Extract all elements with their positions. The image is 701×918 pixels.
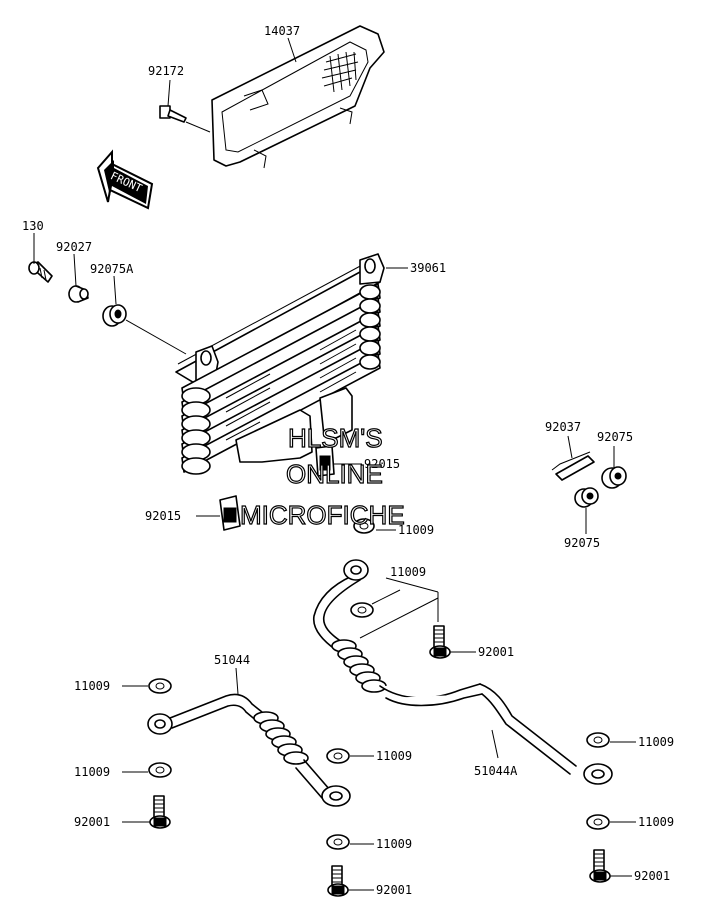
label-11009-c: 11009 [638,735,674,749]
gasket-11009-center-low [326,834,350,850]
oil-hose-51044 [147,693,351,807]
gasket-11009-center [353,518,375,534]
label-11009-d: 11009 [638,815,674,829]
label-92172: 92172 [148,64,184,78]
label-92075A: 92075A [90,262,134,276]
label-92001-c: 92001 [376,883,412,897]
label-92015-upper: 92015 [364,457,400,471]
bolt-130 [28,261,53,283]
gasket-11009-left-lower [148,762,172,778]
watermark-line3: MICROFICHE [240,500,405,530]
gasket-11009-right-lower [586,814,610,830]
oil-cooler-guard [211,25,385,169]
label-11009-b: 11009 [390,565,426,579]
label-92001-a: 92001 [478,645,514,659]
label-51044A: 51044A [474,764,518,778]
gasket-11009-center-mid [326,748,350,764]
banjo-bolt-92001-d [589,849,611,883]
label-11009-e: 11009 [74,679,110,693]
label-92075-upper: 92075 [597,430,633,444]
watermark-line2: ONLINE [286,459,383,489]
watermark-line1: HLSM'S [288,423,383,453]
label-11009-h: 11009 [376,837,412,851]
label-92027: 92027 [56,240,92,254]
damper-92075A [102,304,127,327]
gasket-11009-right-upper [586,732,610,748]
gasket-11009-hose-top [350,602,374,618]
label-130: 130 [22,219,44,233]
oil-hose-51044A [312,559,613,785]
label-92001-d: 92001 [634,869,670,883]
damper-92075-upper [601,466,627,489]
collar-92027 [68,285,89,303]
watermark: HLSM'S ONLINE MICROFICHE [239,422,405,530]
label-92015-lower: 92015 [145,509,181,523]
screw-92172 [159,105,187,123]
label-92001-b: 92001 [74,815,110,829]
label-39061: 39061 [410,261,446,275]
label-11009-f: 11009 [74,765,110,779]
nut-92015-upper [315,445,335,477]
nut-92015-lower [219,495,241,531]
oil-cooler [175,253,385,475]
banjo-bolt-92001-b [149,795,171,829]
label-11009-a: 11009 [398,523,434,537]
clamp-92037 [551,451,595,481]
gasket-11009-left-upper [148,678,172,694]
banjo-bolt-92001-a [429,625,451,659]
label-92037: 92037 [545,420,581,434]
banjo-bolt-92001-c [327,865,349,897]
label-14037: 14037 [264,24,300,38]
label-51044: 51044 [214,653,250,667]
label-92075-lower: 92075 [564,536,600,550]
label-11009-g: 11009 [376,749,412,763]
front-arrow: FRONT [96,149,154,210]
damper-92075-lower [574,487,599,508]
